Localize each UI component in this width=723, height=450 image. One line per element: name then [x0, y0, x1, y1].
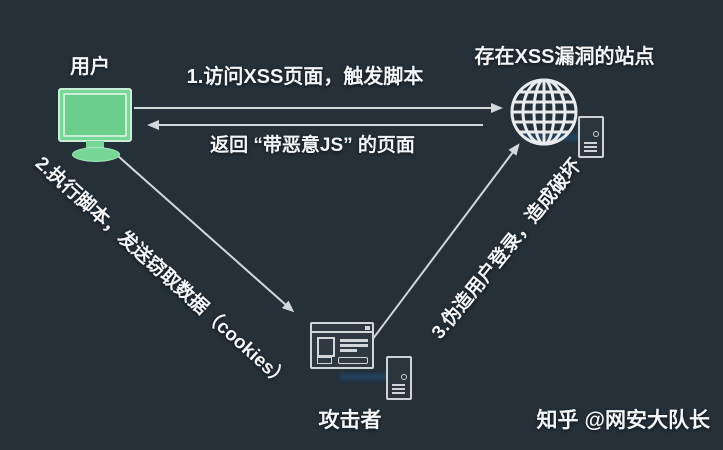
watermark-handle: @网安大队长 — [584, 409, 710, 432]
site-server-icon — [578, 116, 604, 158]
watermark: 知乎@网安大队长 — [537, 404, 710, 434]
browser-titlebar — [312, 331, 372, 333]
browser-button-small — [317, 357, 332, 364]
browser-text-lines — [340, 339, 368, 354]
arrow-forge-login — [371, 143, 520, 341]
server-power-dot — [593, 131, 599, 137]
attacker-server-icon — [386, 356, 412, 400]
site-label: 存在XSS漏洞的站点 — [474, 46, 655, 68]
attacker-label: 攻击者 — [318, 409, 382, 432]
server-power-dot — [401, 374, 407, 380]
browser-input-bar — [338, 357, 368, 364]
attacker-glow — [340, 374, 390, 379]
site-glow — [524, 134, 580, 140]
edge-label-step1: 1.访问XSS页面，触发脚本 — [186, 66, 424, 88]
server-vents — [584, 140, 597, 152]
close-icon — [365, 326, 370, 330]
edge-label-step1-return: 返回 “带恶意JS” 的页面 — [210, 135, 415, 156]
user-label: 用户 — [70, 56, 110, 78]
arrow-send-stolen-data — [117, 155, 295, 313]
watermark-brand: 知乎 — [536, 409, 579, 432]
browser-window-icon — [310, 322, 374, 369]
server-vents — [392, 382, 405, 394]
browser-image-placeholder — [317, 337, 335, 357]
